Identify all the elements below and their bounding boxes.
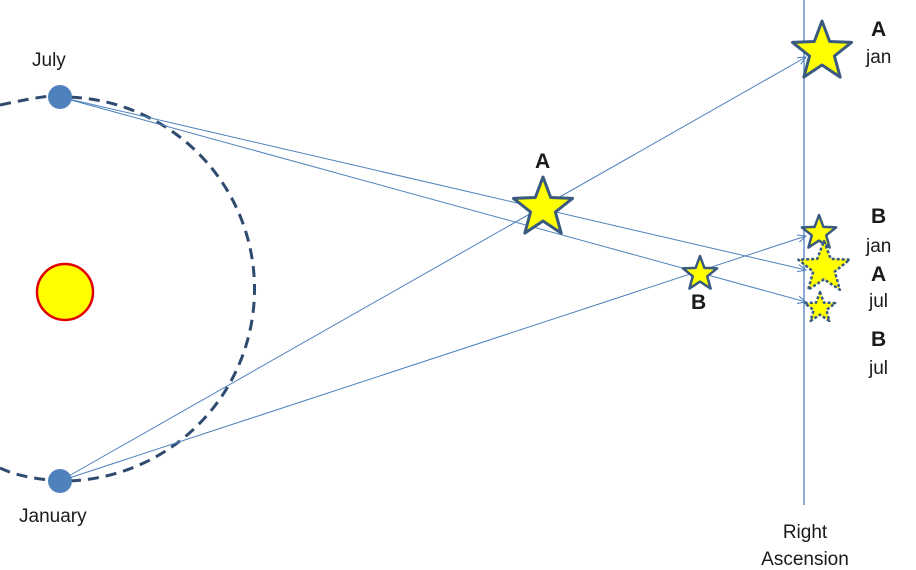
projection-a-jan-month: jan — [866, 47, 892, 68]
projection-a-jan-star: A — [871, 18, 887, 41]
projection-b-jan-star: B — [871, 205, 887, 228]
projection-a-jul-month: jul — [869, 291, 889, 312]
july-label: July — [32, 50, 66, 71]
sun — [35, 262, 95, 322]
projection-b-jul-month: jul — [869, 358, 889, 379]
axis-label-line1: Right — [782, 522, 828, 543]
january-label: January — [19, 506, 87, 527]
star-b — [681, 254, 719, 290]
projection-b-jul-star: B — [871, 328, 887, 351]
star-a-jul-projection — [797, 239, 851, 292]
star-b-label: B — [691, 291, 707, 314]
sight-line-july-a — [59, 96, 806, 270]
projection-a-jul-star: A — [871, 263, 887, 286]
stars-layer — [512, 19, 853, 323]
star-a-label: A — [535, 150, 551, 173]
projection-b-jan-month: jan — [866, 236, 892, 257]
star-b-jul-projection — [803, 290, 837, 323]
sight-line-july-b — [59, 96, 806, 302]
axis-label-line2: Ascension — [761, 549, 849, 570]
earth-july — [48, 85, 72, 109]
star-a-jan-projection — [791, 19, 853, 79]
sight-lines — [59, 57, 806, 482]
star-b-jan-projection — [800, 213, 838, 249]
earth-orbit — [0, 94, 256, 483]
star-a — [512, 175, 574, 235]
earth-january — [48, 469, 72, 493]
sight-line-january-a — [59, 57, 806, 482]
sight-line-january-b — [59, 236, 806, 482]
